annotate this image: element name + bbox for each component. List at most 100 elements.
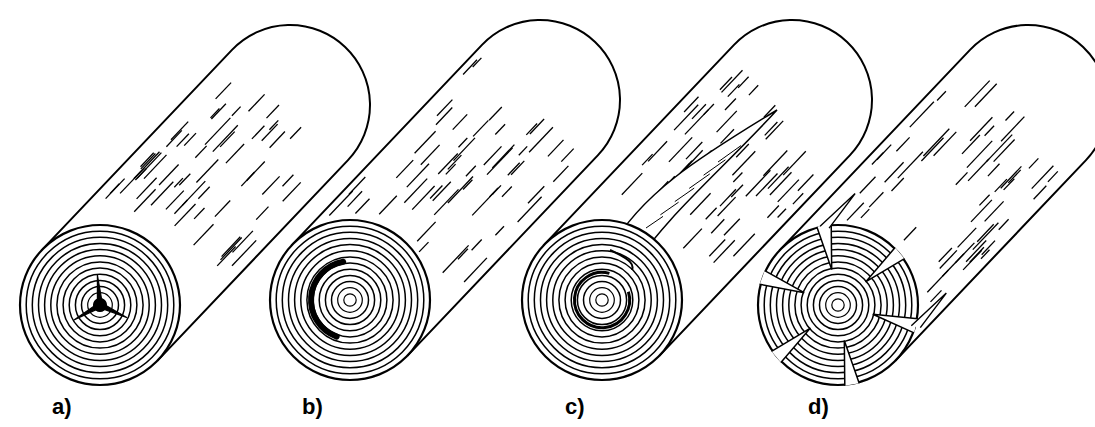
check-crack (817, 224, 832, 269)
grain-line (194, 208, 204, 219)
grain-line (892, 178, 904, 191)
grain-line (463, 60, 477, 75)
part-label: d) (808, 396, 829, 418)
part-label: b) (302, 396, 323, 418)
grain-line (553, 166, 568, 182)
grain-line (1006, 112, 1015, 121)
grain-line (956, 172, 968, 184)
grain-line (217, 247, 235, 266)
check-crack (760, 271, 805, 293)
growth-ring (820, 287, 857, 324)
grain-line (194, 224, 214, 245)
growth-ring (547, 245, 658, 356)
grain-line (648, 141, 667, 161)
grain-line (861, 209, 869, 218)
grain-line (177, 134, 189, 147)
grain-line (252, 126, 265, 139)
growth-ring (832, 299, 844, 311)
growth-ring (332, 282, 369, 319)
grain-line (975, 84, 997, 107)
grain-line (733, 234, 754, 256)
check-crack (772, 328, 811, 362)
ring-shake (311, 262, 343, 337)
grain-line (198, 187, 209, 199)
grain-line (144, 155, 167, 179)
grain-line (528, 186, 544, 203)
heart-crack (74, 306, 96, 320)
grain-line (211, 104, 226, 119)
log-end-face (758, 225, 918, 385)
grain-line (692, 104, 706, 119)
grain-line (689, 174, 710, 189)
heart-crack (104, 306, 127, 318)
growth-ring (577, 275, 626, 324)
grain-line (436, 108, 452, 125)
growth-ring (590, 288, 615, 313)
grain-line (970, 247, 984, 262)
grain-line (283, 175, 294, 187)
grain-line (329, 191, 352, 216)
grain-line (669, 137, 692, 162)
grain-line (977, 224, 994, 242)
grain-line (379, 196, 397, 215)
grain-line (994, 140, 1015, 162)
grain-line (215, 201, 230, 217)
grain-line (175, 204, 196, 226)
growth-ring (783, 250, 894, 361)
grain-line (927, 270, 948, 292)
grain-line (778, 209, 786, 218)
grain-line (1008, 170, 1020, 183)
growth-ring (319, 269, 381, 331)
grain-line (706, 208, 717, 219)
grain-line (966, 241, 986, 262)
grain-line (646, 216, 663, 228)
grain-line (137, 178, 157, 199)
grain-line (184, 133, 196, 146)
grain-line (756, 174, 778, 197)
grain-line (733, 173, 742, 183)
grain-line (508, 163, 520, 176)
grain-line (767, 206, 779, 218)
grain-line (134, 152, 160, 179)
grain-line (988, 164, 1000, 176)
growth-ring (307, 257, 393, 343)
grain-line (530, 119, 544, 134)
grain-line (937, 91, 946, 100)
grain-line (349, 177, 365, 194)
grain-line (940, 250, 957, 268)
grain-line (709, 240, 725, 257)
grain-line (728, 84, 740, 96)
grain-line (1032, 166, 1054, 189)
grain-line (502, 187, 512, 197)
grain-line (749, 85, 758, 95)
grain-line (987, 135, 1013, 162)
growth-ring (807, 274, 869, 336)
grain-line (458, 249, 468, 259)
grain-line (283, 182, 301, 201)
grain-line (166, 130, 181, 146)
growth-ring (826, 293, 851, 318)
log-end-face (522, 220, 682, 380)
growth-ring (777, 244, 900, 367)
grain-line (704, 160, 726, 175)
log-end-face (270, 220, 430, 380)
grain-line (487, 148, 513, 175)
grain-line (407, 164, 429, 187)
grain-line (746, 170, 771, 196)
growth-ring (26, 231, 174, 379)
check-crack (760, 271, 805, 293)
grain-line (434, 189, 458, 215)
check-crack (817, 224, 832, 269)
grain-line (717, 111, 737, 132)
growth-ring (94, 299, 106, 311)
grain-line (683, 229, 702, 249)
grain-line (898, 152, 923, 178)
grain-line (548, 140, 564, 157)
check-crack (911, 293, 946, 328)
growth-ring (69, 274, 131, 336)
grain-line (910, 102, 934, 127)
grain-line (529, 127, 553, 152)
grain-line (783, 151, 806, 175)
growth-ring (565, 263, 639, 337)
grain-line (904, 227, 916, 240)
